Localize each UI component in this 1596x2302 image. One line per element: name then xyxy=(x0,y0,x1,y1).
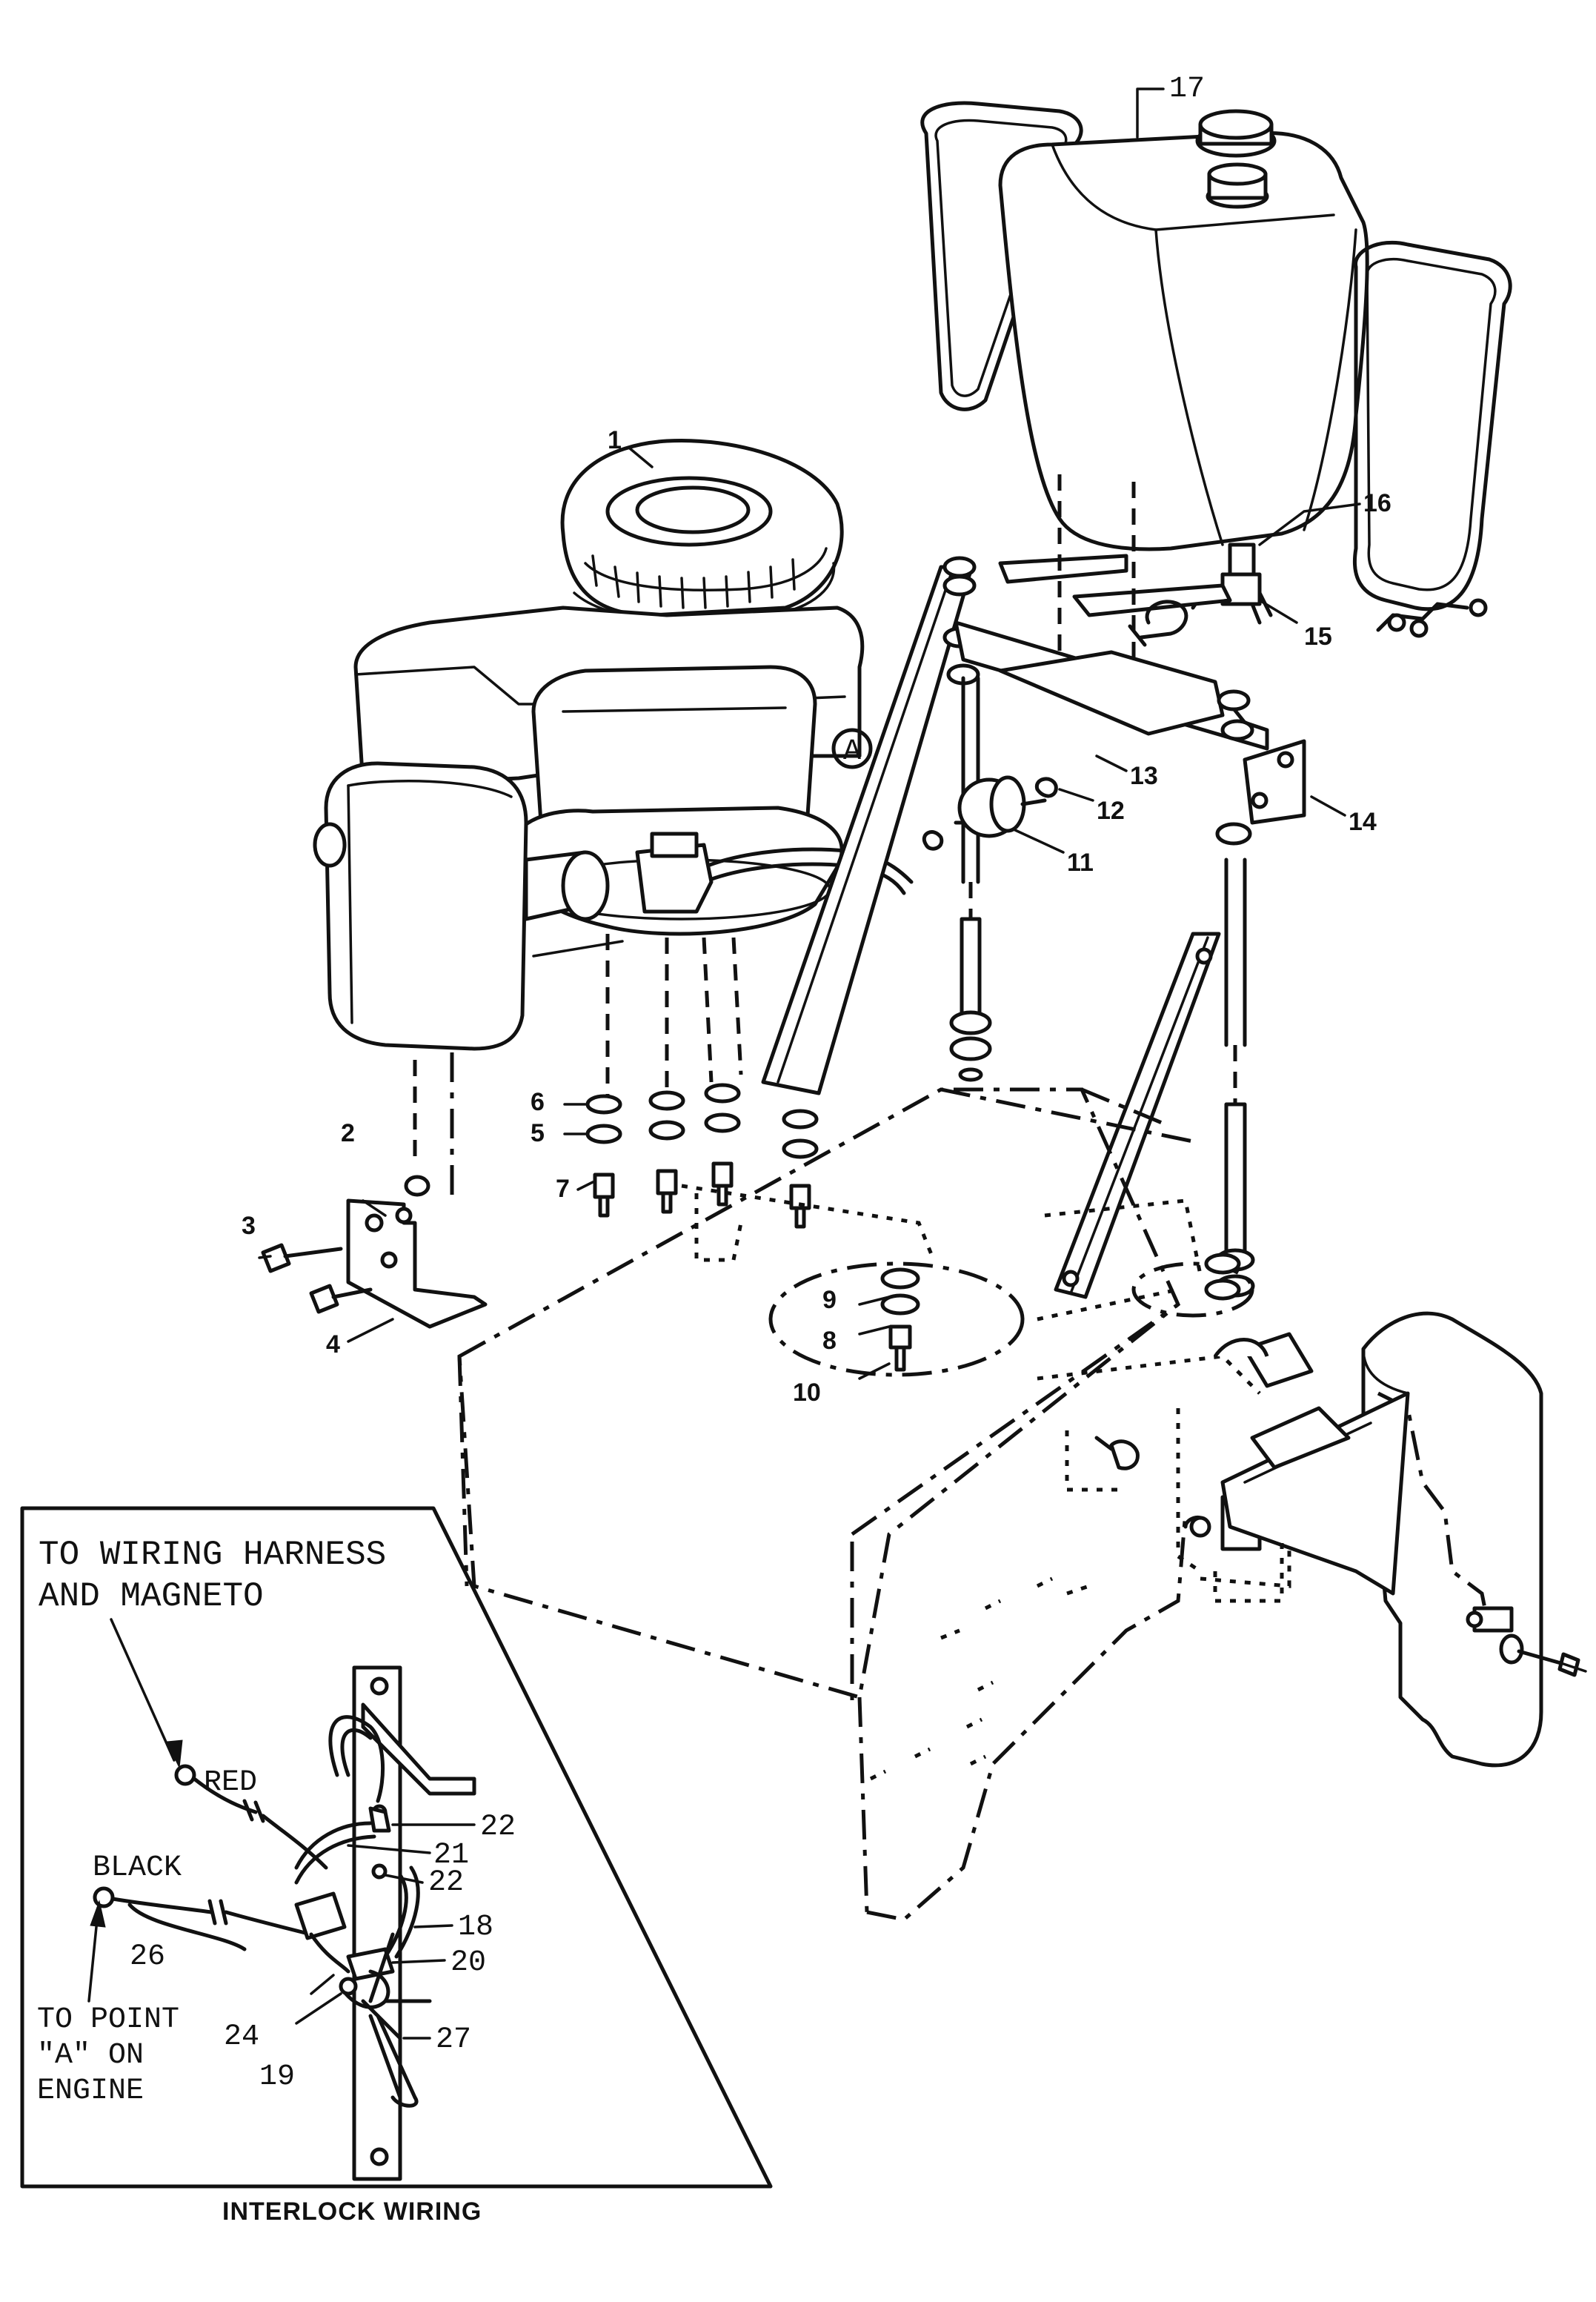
callout-labels: 1 2 3 4 5 6 7 8 9 10 11 12 13 14 15 16 1… xyxy=(242,73,1391,1407)
callout-3: 3 xyxy=(242,1212,256,1240)
callout-7: 7 xyxy=(556,1175,570,1203)
callout-20: 20 xyxy=(450,1946,486,1980)
callout-2: 2 xyxy=(341,1119,355,1147)
wire-label-black: BLACK xyxy=(93,1851,182,1885)
callout-1: 1 xyxy=(608,426,622,454)
muffler-shield xyxy=(258,1175,488,1343)
fuel-tank xyxy=(920,87,1512,638)
mount-hardware xyxy=(563,1083,819,1229)
callout-16: 16 xyxy=(1363,489,1391,517)
point-label-line3: ENGINE xyxy=(37,2074,144,2108)
callout-10: 10 xyxy=(793,1379,821,1407)
inset-title: INTERLOCK WIRING xyxy=(222,2197,482,2226)
mower-deck xyxy=(457,1087,1291,1922)
callout-14: 14 xyxy=(1349,808,1377,836)
callout-22-upper: 22 xyxy=(480,1811,516,1844)
callout-12: 12 xyxy=(1097,797,1125,825)
interlock-wiring-inset: TO WIRING HARNESS AND MAGNETO RED BLACK … xyxy=(20,1506,773,2226)
callout-4: 4 xyxy=(326,1330,340,1359)
callout-11: 11 xyxy=(1067,849,1094,877)
callout-18: 18 xyxy=(458,1911,493,1944)
harness-label-line1: TO WIRING HARNESS xyxy=(39,1536,386,1574)
wire-label-red: RED xyxy=(204,1766,257,1800)
callout-8: 8 xyxy=(822,1327,837,1355)
callout-15: 15 xyxy=(1304,623,1332,651)
point-label-line1: TO POINT xyxy=(37,2003,179,2037)
callout-17: 17 xyxy=(1169,73,1205,106)
callout-26: 26 xyxy=(130,1940,165,1974)
callout-13: 13 xyxy=(1130,762,1158,790)
callout-19: 19 xyxy=(259,2060,295,2094)
callout-22-lower: 22 xyxy=(428,1866,464,1900)
point-label-line2: "A" ON xyxy=(37,2039,144,2072)
callout-27: 27 xyxy=(436,2023,471,2057)
callout-9: 9 xyxy=(822,1286,837,1314)
engine-point-a-label: A xyxy=(843,735,861,769)
callout-5: 5 xyxy=(531,1119,545,1147)
callout-6: 6 xyxy=(531,1088,545,1116)
fuel-valve xyxy=(1191,502,1361,625)
engine: A xyxy=(313,438,914,1201)
harness-label-line2: AND MAGNETO xyxy=(39,1577,264,1616)
tank-support xyxy=(761,474,1346,1299)
callout-24: 24 xyxy=(224,2020,259,2054)
rear-housing xyxy=(1183,1311,1587,1768)
callout-21: 21 xyxy=(433,1839,469,1872)
